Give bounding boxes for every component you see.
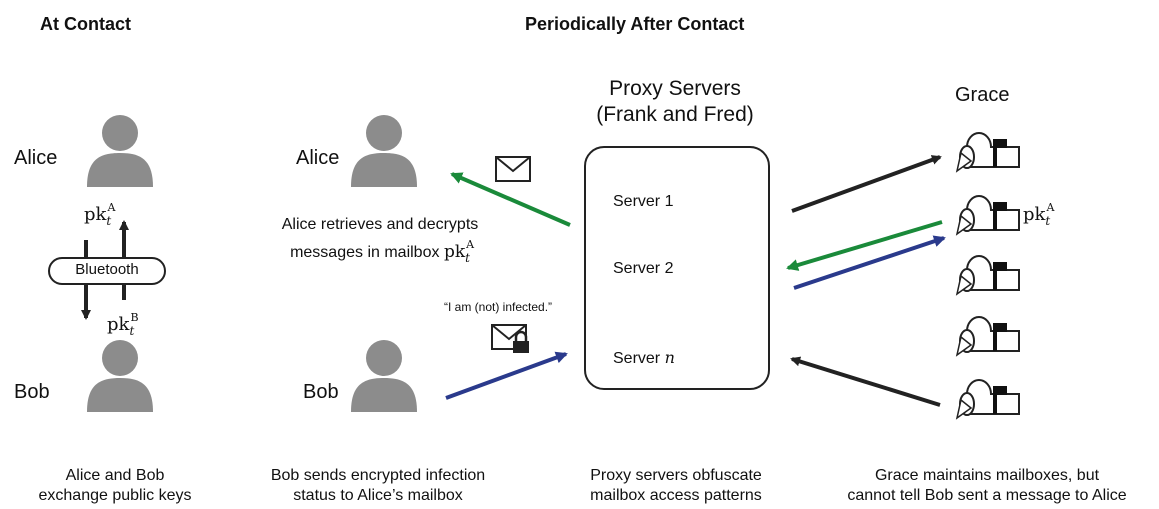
caption-proxy: Proxy servers obfuscate mailbox access p…: [590, 467, 762, 504]
person-icon: [87, 115, 153, 187]
mailbox-icon: [955, 195, 1020, 236]
proxy-title: Proxy Servers (Frank and Fred): [596, 77, 754, 126]
bob-quote: “I am (not) infected.”: [444, 300, 553, 314]
actor-label-alice-contact: Alice: [14, 147, 58, 169]
locked-envelope-icon: [491, 324, 529, 353]
retrieve-arrow: [450, 172, 571, 227]
server-n-label: Server n: [613, 348, 675, 367]
mailbox-retrieve-arrow: [786, 220, 943, 271]
person-icon: [351, 115, 417, 187]
mailbox-icon: [955, 379, 1020, 420]
bluetooth-label: Bluetooth: [75, 261, 139, 278]
mailbox-icon: [955, 316, 1020, 357]
actor-label-bob: Bob: [303, 381, 339, 403]
person-icon: [351, 340, 417, 412]
mailbox-key-label: pkAt: [1023, 201, 1055, 228]
mailbox-to-proxy-arrow: [790, 356, 941, 407]
section-title-at-contact: At Contact: [40, 14, 131, 34]
caption-contact: Alice and Bob exchange public keys: [38, 467, 192, 504]
section-title-periodic: Periodically After Contact: [525, 14, 745, 34]
caption-bob: Bob sends encrypted infection status to …: [270, 467, 486, 504]
key-label-alice: pkAt: [84, 201, 116, 228]
send-arrow: [445, 351, 568, 400]
key-label-bob: pkBt: [107, 311, 139, 338]
mailbox-send-arrow: [793, 235, 946, 290]
mailbox-icon: [955, 255, 1020, 296]
server-2-label: Server 2: [613, 260, 674, 277]
proxy-box: [584, 146, 770, 390]
mailbox-icon: [955, 132, 1020, 173]
caption-grace: Grace maintains mailboxes, but cannot te…: [847, 467, 1127, 504]
bluetooth-pill: Bluetooth: [48, 257, 166, 285]
actor-label-bob-contact: Bob: [14, 381, 50, 403]
person-icon: [87, 340, 153, 412]
actor-label-alice: Alice: [296, 147, 340, 169]
proxy-to-mailbox-arrow: [791, 155, 942, 213]
server-1-label: Server 1: [613, 193, 674, 210]
envelope-icon: [495, 156, 531, 182]
alice-retrieves-text: Alice retrieves and decrypts messages in…: [281, 216, 479, 265]
actor-label-grace: Grace: [955, 84, 1010, 106]
